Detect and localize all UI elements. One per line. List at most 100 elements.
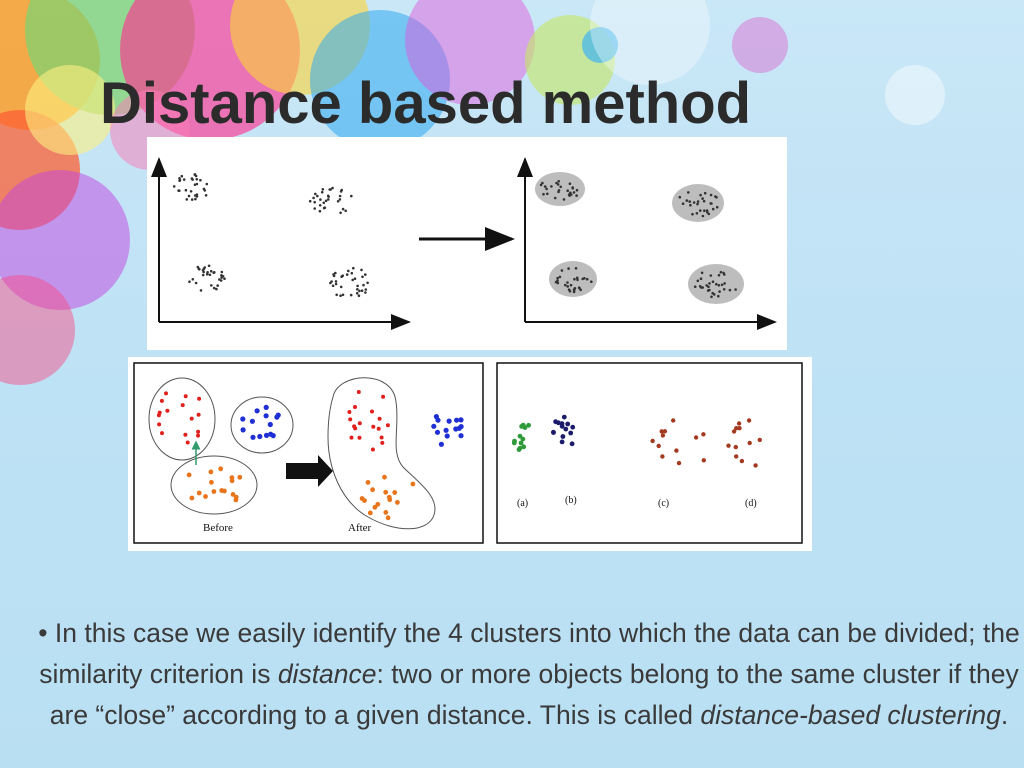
scatter-point <box>334 271 337 275</box>
scatter-point <box>219 488 225 493</box>
scatter-point <box>314 192 317 196</box>
scatter-point <box>545 187 548 191</box>
scatter-point <box>267 421 273 428</box>
scatter-point <box>710 295 713 299</box>
scatter-point <box>189 416 194 421</box>
scatter-point <box>308 199 312 203</box>
scatter-point <box>339 285 343 289</box>
scatter-point <box>356 284 359 288</box>
scatter-point <box>172 185 176 188</box>
scatter-point <box>196 429 201 434</box>
scatter-point <box>685 199 689 202</box>
scatter-point <box>334 280 338 283</box>
scatter-point <box>557 190 560 194</box>
scatter-point <box>681 202 685 205</box>
scatter-point <box>554 280 558 284</box>
scatter-point <box>573 277 576 281</box>
scatter-point <box>454 417 460 423</box>
scatter-point <box>356 390 361 394</box>
scatter-point <box>711 280 715 283</box>
scatter-point <box>210 284 213 287</box>
scatter-point <box>274 414 280 420</box>
slide-paragraph: • In this case we easily identify the 4 … <box>34 613 1024 736</box>
scatter-point <box>564 283 567 287</box>
scatter-point <box>569 441 575 447</box>
scatter-point <box>438 441 444 447</box>
scatter-point <box>701 197 704 200</box>
scatter-point <box>193 173 197 176</box>
scatter-point <box>383 510 389 515</box>
scatter-point <box>699 209 702 212</box>
scatter-point <box>340 188 343 192</box>
scatter-point <box>446 418 452 424</box>
scatter-point <box>327 198 330 201</box>
scatter-point <box>379 435 384 440</box>
scatter-point <box>559 439 565 445</box>
scatter-point <box>263 404 269 410</box>
scatter-point <box>208 273 212 277</box>
scatter-point <box>159 398 164 403</box>
after-label: After <box>348 522 372 534</box>
paragraph-text-1: In this case we easily identify the 4 cl… <box>39 617 1020 689</box>
scatter-point <box>376 426 381 431</box>
label-a: (a) <box>517 498 528 509</box>
scatter-point <box>674 448 679 453</box>
scatter-point <box>360 289 364 292</box>
scatter-point <box>352 266 355 270</box>
scatter-point <box>517 433 523 439</box>
scatter-point <box>731 429 737 434</box>
scatter-point <box>696 202 699 206</box>
scatter-point <box>203 189 207 192</box>
scatter-point <box>522 425 528 430</box>
scatter-point <box>444 433 450 439</box>
scatter-point <box>563 426 569 432</box>
cluster-figure-top <box>147 137 787 350</box>
scatter-point <box>339 211 342 215</box>
scatter-point <box>377 416 382 421</box>
label-d: (d) <box>745 498 757 509</box>
scatter-point <box>722 288 726 291</box>
scatter-point <box>164 391 168 396</box>
scatter-point <box>191 178 194 181</box>
scatter-point <box>370 447 375 452</box>
scatter-point <box>229 478 235 484</box>
scatter-point <box>250 434 256 440</box>
scatter-point <box>572 290 576 294</box>
scatter-point <box>713 293 716 296</box>
scatter-point <box>542 192 545 196</box>
scatter-points <box>172 173 737 299</box>
scatter-point <box>708 288 711 292</box>
scatter-point <box>268 431 274 437</box>
scatter-point <box>660 454 665 459</box>
scatter-point <box>165 408 170 413</box>
scatter-point <box>263 432 270 438</box>
scatter-point <box>662 429 668 434</box>
scatter-point <box>203 494 208 499</box>
label-b: (b) <box>565 495 577 506</box>
scatter-point <box>324 199 328 203</box>
scatter-point <box>205 182 209 186</box>
scatter-point <box>701 432 706 437</box>
scatter-point <box>220 270 224 274</box>
scatter-point <box>746 418 752 423</box>
scatter-point <box>702 199 706 203</box>
scatter-point <box>183 432 188 437</box>
scatter-point <box>539 183 543 187</box>
scatter-point <box>237 474 243 480</box>
scatter-point <box>561 414 567 420</box>
scatter-point <box>195 178 199 181</box>
scatter-point <box>364 291 367 294</box>
scatter-point <box>156 413 161 418</box>
scatter-point <box>233 494 239 500</box>
scatter-point <box>322 201 326 205</box>
scatter-point <box>361 275 364 279</box>
scatter-point <box>319 198 322 201</box>
scatter-point <box>218 466 224 472</box>
scatter-point <box>567 267 570 270</box>
scatter-point <box>202 270 205 274</box>
scatter-point <box>687 191 690 194</box>
scatter-point <box>559 421 565 426</box>
scatter-point <box>700 271 704 275</box>
scatter-point <box>707 285 710 289</box>
